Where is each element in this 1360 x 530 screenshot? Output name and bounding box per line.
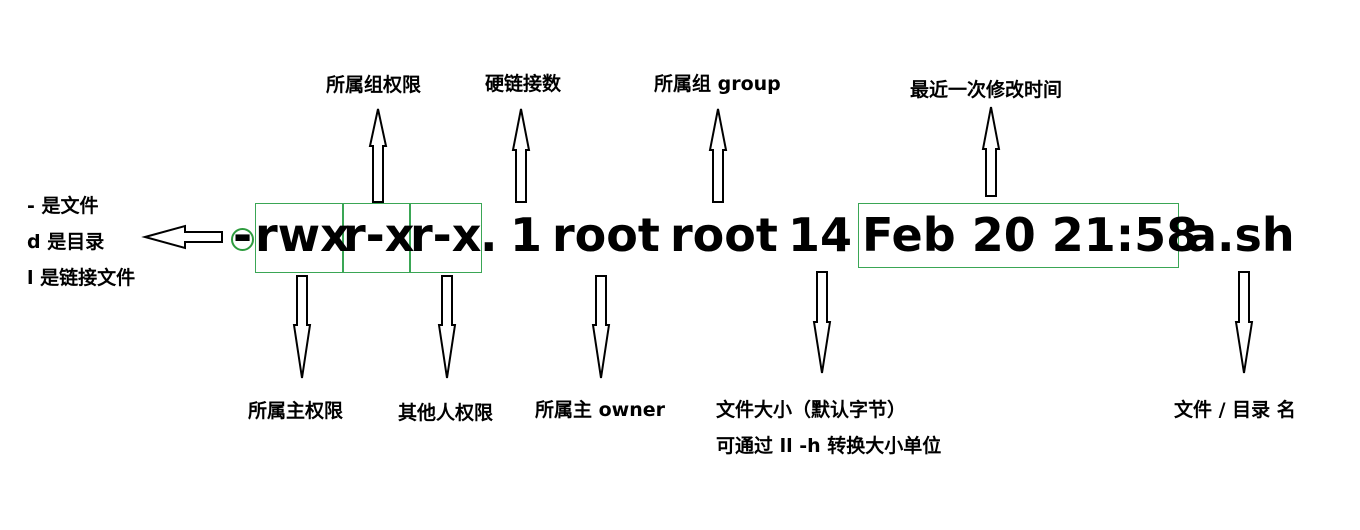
file-name: a.sh: [1186, 208, 1295, 262]
label-owner: 所属主 owner: [535, 399, 666, 421]
label-owner-permission: 所属主权限: [248, 400, 344, 422]
down-arrow-icon-owner-perm: [292, 275, 312, 379]
owner-name: root: [552, 208, 660, 262]
left-arrow-icon: [141, 224, 223, 250]
down-arrow-icon-name: [1234, 271, 1254, 374]
label-size-hint: 可通过 ll -h 转换大小单位: [716, 435, 942, 457]
label-file-size: 文件大小（默认字节）: [716, 399, 907, 421]
group-permission: r-x: [343, 208, 415, 262]
file-size: 14: [788, 208, 853, 262]
file-type-char: -: [233, 208, 253, 262]
up-arrow-icon-links: [511, 108, 531, 203]
label-modified-time: 最近一次修改时间: [910, 79, 1063, 101]
legend-link: l 是链接文件: [27, 267, 136, 289]
datetime-box: [858, 203, 1179, 268]
label-group: 所属组 group: [654, 73, 781, 95]
label-file-name: 文件 / 目录 名: [1174, 399, 1296, 421]
owner-permission-box: [255, 203, 343, 273]
attribute-dot: .: [480, 208, 498, 262]
down-arrow-icon-size: [812, 271, 832, 374]
label-hard-links: 硬链接数: [485, 73, 562, 95]
up-arrow-icon-mtime: [981, 106, 1001, 197]
legend-file: - 是文件: [27, 195, 99, 217]
up-arrow-icon-group-perm: [368, 108, 388, 203]
label-group-permission: 所属组权限: [326, 74, 422, 96]
other-permission-box: [410, 203, 482, 273]
up-arrow-icon-group: [708, 108, 728, 203]
group-name: root: [670, 208, 778, 262]
down-arrow-icon-owner: [591, 275, 611, 379]
down-arrow-icon-other-perm: [437, 275, 457, 379]
other-permission: r-x: [410, 208, 482, 262]
owner-permission: rwx: [255, 208, 350, 262]
file-type-circle: [231, 228, 254, 251]
legend-directory: d 是目录: [27, 231, 105, 253]
group-permission-box: [343, 203, 410, 273]
label-other-permission: 其他人权限: [398, 402, 494, 424]
modified-datetime: Feb 20 21:58: [862, 208, 1199, 262]
link-count: 1: [510, 208, 543, 262]
